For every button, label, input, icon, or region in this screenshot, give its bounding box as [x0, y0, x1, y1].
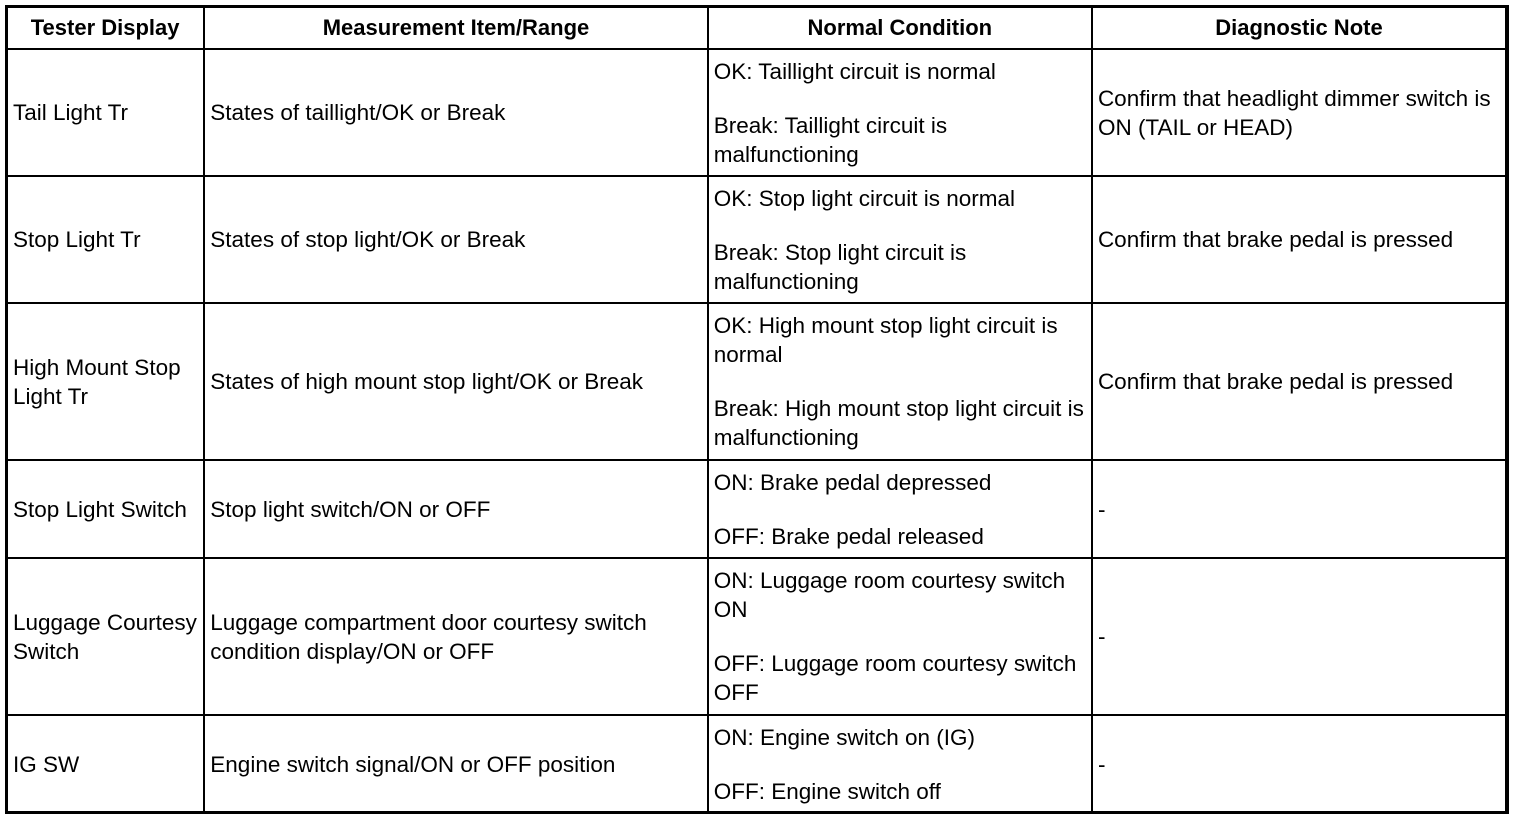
- condition-on: ON: Luggage room courtesy switch ON: [713, 568, 1066, 622]
- condition-off: OFF: Engine switch off: [713, 778, 941, 804]
- diagnostic-note-cell: Confirm that headlight dimmer switch is …: [1090, 48, 1508, 177]
- condition-off: OFF: Luggage room courtesy switch OFF: [713, 651, 1077, 705]
- normal-condition-cell: ON: Engine switch on (IG) OFF: Engine sw…: [706, 714, 1093, 814]
- header-normal-condition: Normal Condition: [706, 5, 1093, 50]
- condition-off: OFF: Brake pedal released: [713, 523, 984, 549]
- measurement-item-cell: States of taillight/OK or Break: [203, 48, 709, 177]
- table-row: Luggage Courtesy Switch Luggage compartm…: [4, 557, 1508, 716]
- header-tester-display: Tester Display: [4, 5, 206, 50]
- tester-display-cell: Tail Light Tr: [4, 48, 206, 177]
- diagnostic-note-cell: -: [1090, 459, 1508, 559]
- table-row: Stop Light Switch Stop light switch/ON o…: [4, 459, 1508, 559]
- diagnostic-note-cell: Confirm that brake pedal is pressed: [1090, 302, 1508, 461]
- condition-ok: OK: Stop light circuit is normal: [713, 185, 1016, 211]
- measurement-item-cell: States of stop light/OK or Break: [203, 175, 709, 304]
- diagnostic-table: Tester Display Measurement Item/Range No…: [4, 5, 1508, 814]
- table-row: High Mount Stop Light Tr States of high …: [4, 302, 1508, 461]
- tester-display-cell: Stop Light Tr: [4, 175, 206, 304]
- normal-condition-cell: OK: Stop light circuit is normal Break: …: [706, 175, 1093, 304]
- measurement-item-cell: Engine switch signal/ON or OFF position: [203, 714, 709, 814]
- table-header-row: Tester Display Measurement Item/Range No…: [4, 5, 1508, 50]
- diagnostic-note-cell: -: [1090, 557, 1508, 716]
- condition-on: ON: Engine switch on (IG): [713, 724, 976, 750]
- header-diagnostic-note: Diagnostic Note: [1090, 5, 1508, 50]
- diagnostic-note-cell: -: [1090, 714, 1508, 814]
- table-row: Stop Light Tr States of stop light/OK or…: [4, 175, 1508, 304]
- header-measurement-item: Measurement Item/Range: [203, 5, 709, 50]
- tester-display-cell: Stop Light Switch: [4, 459, 206, 559]
- table-row: IG SW Engine switch signal/ON or OFF pos…: [4, 714, 1508, 814]
- normal-condition-cell: OK: High mount stop light circuit is nor…: [706, 302, 1093, 461]
- normal-condition-cell: ON: Luggage room courtesy switch ON OFF:…: [706, 557, 1093, 716]
- normal-condition-cell: OK: Taillight circuit is normal Break: T…: [706, 48, 1093, 177]
- measurement-item-cell: States of high mount stop light/OK or Br…: [203, 302, 709, 461]
- measurement-item-cell: Stop light switch/ON or OFF: [203, 459, 709, 559]
- condition-ok: OK: High mount stop light circuit is nor…: [713, 313, 1058, 367]
- table-row: Tail Light Tr States of taillight/OK or …: [4, 48, 1508, 177]
- condition-break: Break: Taillight circuit is malfunctioni…: [713, 112, 948, 167]
- tester-display-cell: IG SW: [4, 714, 206, 814]
- condition-break: Break: High mount stop light circuit is …: [713, 396, 1084, 450]
- tester-display-cell: Luggage Courtesy Switch: [4, 557, 206, 716]
- normal-condition-cell: ON: Brake pedal depressed OFF: Brake ped…: [706, 459, 1093, 559]
- condition-on: ON: Brake pedal depressed: [713, 469, 992, 495]
- condition-ok: OK: Taillight circuit is normal: [713, 58, 996, 84]
- diagnostic-note-cell: Confirm that brake pedal is pressed: [1090, 175, 1508, 304]
- condition-break: Break: Stop light circuit is malfunction…: [713, 239, 967, 294]
- measurement-item-cell: Luggage compartment door courtesy switch…: [203, 557, 709, 716]
- tester-display-cell: High Mount Stop Light Tr: [4, 302, 206, 461]
